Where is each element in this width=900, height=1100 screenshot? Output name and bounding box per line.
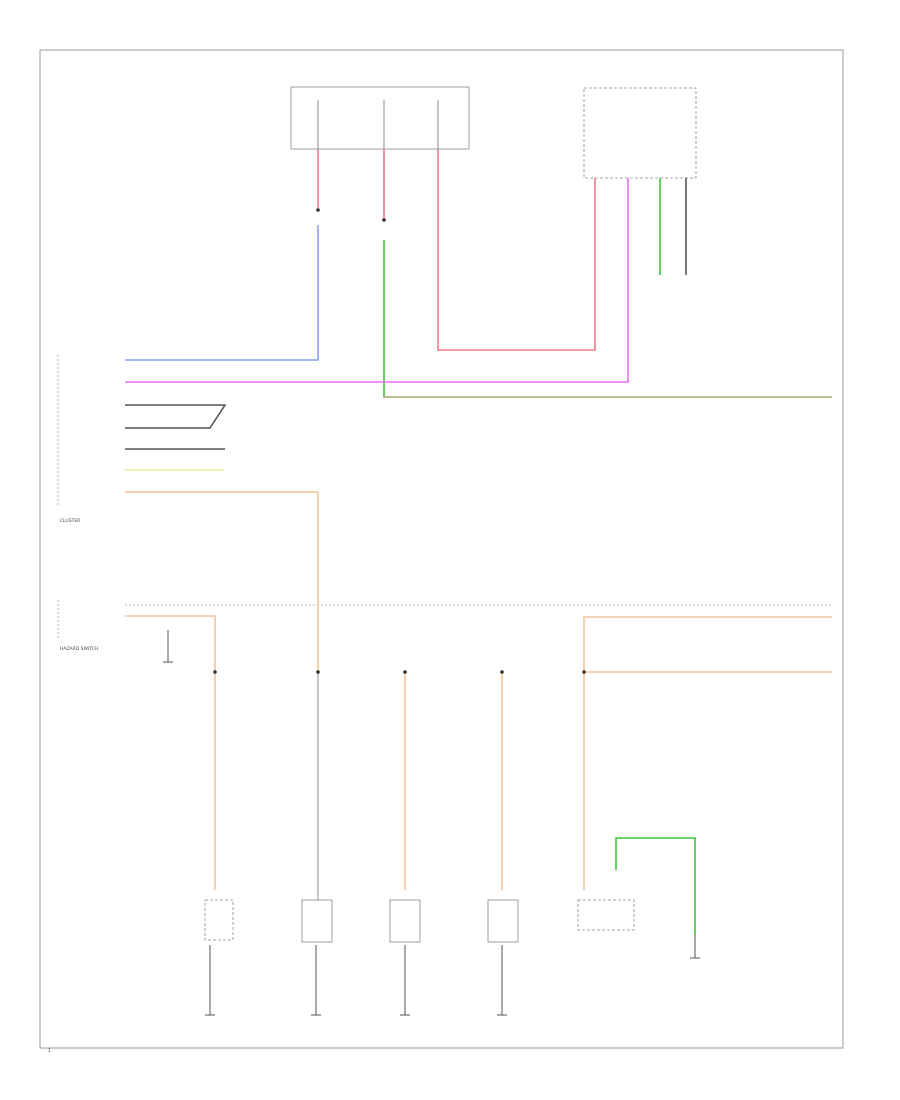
cluster-label: CLUSTER [60, 518, 80, 524]
wire-orange-cluster [125, 491, 319, 672]
wire-red-fuse3 [437, 150, 596, 351]
splice-dot-6 [500, 670, 504, 674]
top-right-connector [583, 87, 697, 179]
fuse-block [290, 86, 470, 150]
splice-dot-1 [316, 208, 320, 212]
wire-orange-right [583, 616, 832, 890]
diagram-frame [39, 49, 844, 1049]
bottom-component-4 [487, 899, 519, 943]
wire-green-fuse2 [383, 240, 832, 398]
ground-symbols [163, 630, 700, 1016]
wire-orange-hazard [125, 615, 216, 890]
splice-dot-7 [582, 670, 586, 674]
splice-dot-2 [382, 218, 386, 222]
splice-dot-4 [316, 670, 320, 674]
bottom-component-1 [204, 899, 234, 941]
wire-dark-cluster-1 [125, 404, 227, 429]
bottom-component-5 [577, 899, 635, 931]
fuse-block-fuses [317, 100, 439, 150]
wire-violet-cluster [125, 178, 629, 383]
page-number: 1 [48, 1048, 51, 1054]
wire-blue-fuse1 [125, 225, 319, 361]
hazard-switch-label: HAZARD SWITCH [60, 646, 98, 652]
bottom-component-2 [301, 899, 333, 943]
splice-dot-5 [403, 670, 407, 674]
wire-green-bottom [615, 837, 696, 935]
bottom-component-3 [389, 899, 421, 943]
wires [125, 150, 832, 935]
splice-dot-3 [213, 670, 217, 674]
